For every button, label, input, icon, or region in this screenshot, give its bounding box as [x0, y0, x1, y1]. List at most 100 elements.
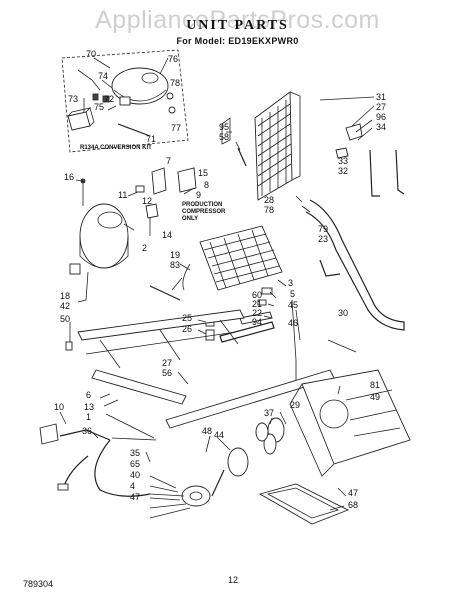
leader-lines — [59, 57, 375, 519]
callout-56: 56 — [162, 368, 172, 378]
callout-47b: 47 — [348, 488, 358, 498]
tubing-79 — [305, 199, 405, 331]
callout-30: 30 — [338, 308, 348, 318]
callout-33: 33 — [338, 156, 348, 166]
tube-30 — [327, 339, 357, 353]
callout-14: 14 — [162, 230, 172, 240]
clip-96 — [345, 123, 363, 141]
callout-1: 1 — [86, 412, 91, 422]
callout-75: 75 — [94, 102, 104, 112]
callout-45: 45 — [288, 300, 298, 310]
callout-81: 81 — [370, 380, 380, 390]
callout-23: 23 — [318, 234, 328, 244]
callout-32: 32 — [338, 166, 348, 176]
footer-code: 789304 — [23, 579, 54, 589]
fan-shroud-icon — [289, 369, 411, 477]
grommet-18 — [69, 263, 81, 275]
callout-77: 77 — [171, 123, 181, 133]
callout-12: 12 — [142, 196, 152, 206]
callout-16: 16 — [64, 172, 74, 182]
callout-68: 68 — [348, 500, 358, 510]
callout-3: 3 — [288, 278, 293, 288]
callout-13: 13 — [84, 402, 94, 412]
fan-motor-icon — [181, 447, 249, 507]
callout-15: 15 — [198, 168, 208, 178]
callout-48: 48 — [202, 426, 212, 436]
callout-19: 19 — [170, 250, 180, 260]
heater-19 — [149, 285, 181, 301]
production-note-line2: COMPRESSOR — [182, 209, 226, 215]
callout-10: 10 — [54, 402, 64, 412]
callout-72: 72 — [104, 94, 114, 104]
callout-31: 31 — [376, 92, 386, 102]
model-subtitle: For Model: ED19EKXPWR0 — [176, 36, 299, 46]
callout-73: 73 — [68, 94, 78, 104]
base-frame — [65, 309, 335, 429]
tube-left — [369, 149, 380, 197]
tube-23 — [319, 259, 341, 277]
callout-40: 40 — [130, 470, 140, 480]
callout-58: 58 — [219, 132, 229, 142]
watermark: AppliancePartsPros.com — [95, 6, 380, 34]
relay-box-icon — [67, 107, 95, 131]
callout-18: 18 — [60, 291, 70, 301]
callout-6: 6 — [86, 390, 91, 400]
callout-83: 83 — [170, 260, 180, 270]
callout-8: 8 — [204, 180, 209, 190]
callout-27: 27 — [376, 102, 386, 112]
relay-components — [135, 167, 197, 236]
callout-21: 21 — [252, 299, 262, 309]
kit-label: R134A CONVERSION KIT — [80, 145, 152, 151]
callout-5: 5 — [290, 289, 295, 299]
production-note-line3: ONLY — [182, 216, 198, 222]
clip-33 — [335, 147, 349, 159]
callout-94: 94 — [252, 317, 262, 327]
callout-labels: 70 76 74 72 73 75 78 77 71 95 58 31 27 9… — [54, 49, 386, 510]
callout-34: 34 — [376, 122, 386, 132]
callout-36: 36 — [82, 426, 92, 436]
callout-49: 49 — [370, 392, 380, 402]
kit-compressor-icon — [111, 67, 169, 106]
part-21 — [257, 299, 267, 306]
callout-44: 44 — [214, 430, 224, 440]
drain-pan-icon — [258, 483, 350, 525]
drain-94 — [219, 321, 275, 343]
callout-35: 35 — [130, 448, 140, 458]
callout-26: 26 — [182, 324, 192, 334]
callout-70: 70 — [86, 49, 96, 59]
wire-harness-icon — [39, 423, 185, 497]
compressor-icon — [79, 203, 135, 269]
callout-28: 28 — [264, 195, 274, 205]
callout-29: 29 — [290, 400, 300, 410]
callout-76: 76 — [168, 54, 178, 64]
callout-47: 47 — [130, 492, 140, 502]
tube-58 — [237, 147, 247, 167]
callout-60: 60 — [252, 290, 262, 300]
part-60 — [261, 287, 273, 295]
callout-4: 4 — [130, 481, 135, 491]
page-number: 12 — [228, 575, 239, 585]
fan-blade-icon — [255, 417, 285, 455]
callout-7: 7 — [166, 156, 171, 166]
tube-right — [395, 149, 405, 195]
condenser-coil-icon — [254, 91, 301, 201]
callout-11: 11 — [118, 190, 127, 200]
callout-42: 42 — [60, 301, 70, 311]
callout-37: 37 — [264, 408, 274, 418]
callout-46: 46 — [288, 318, 298, 328]
callout-74: 74 — [98, 71, 108, 81]
callout-9: 9 — [196, 190, 201, 200]
callout-27b: 27 — [162, 358, 172, 368]
callout-22: 22 — [252, 308, 262, 318]
callout-71: 71 — [146, 134, 156, 144]
callout-25: 25 — [182, 313, 192, 323]
evaporator-coil-icon — [182, 225, 283, 291]
bracket-95 — [221, 117, 231, 145]
callout-65: 65 — [130, 459, 140, 469]
callout-50: 50 — [60, 314, 70, 324]
callout-78: 78 — [170, 78, 180, 88]
callout-95: 95 — [219, 122, 229, 132]
production-note-line1: PRODUCTION — [182, 202, 222, 208]
callout-96: 96 — [376, 112, 386, 122]
